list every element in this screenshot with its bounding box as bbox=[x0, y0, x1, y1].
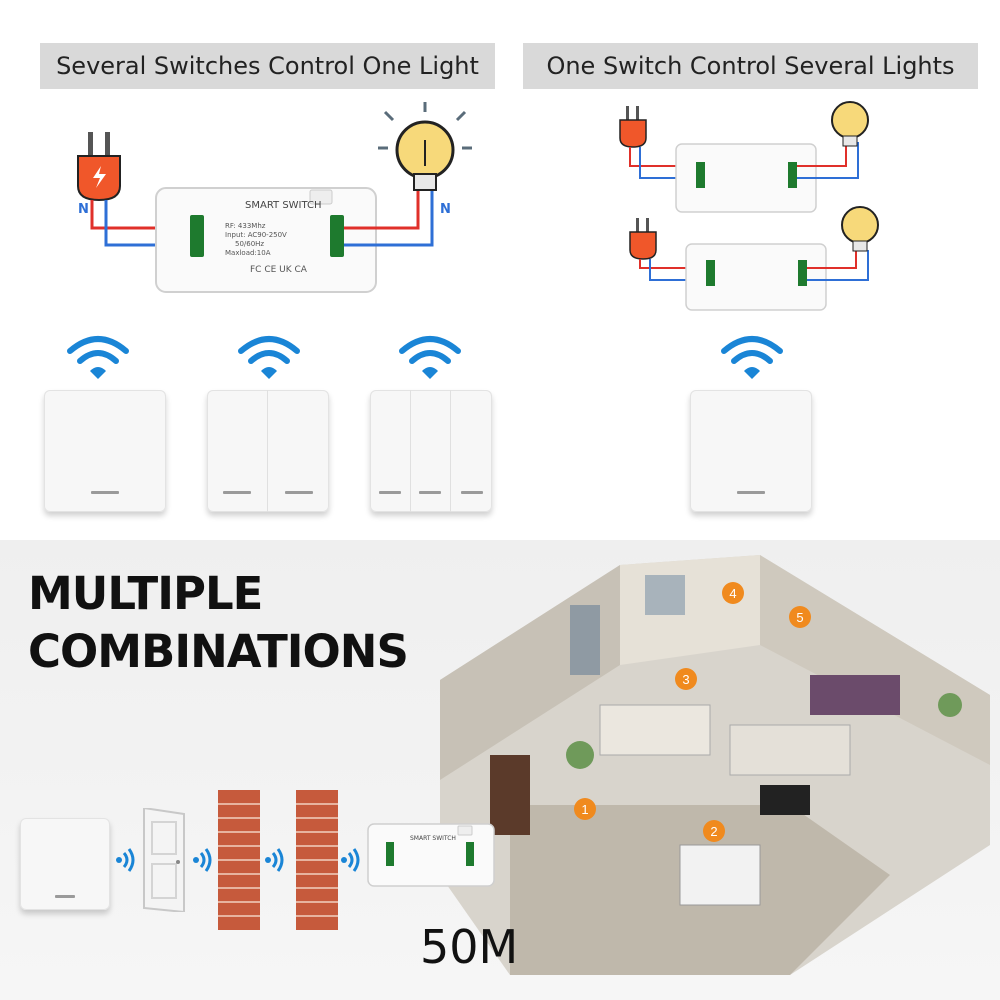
wall-switch-2-gang bbox=[207, 390, 329, 512]
wiring-diagram-right bbox=[619, 101, 879, 311]
switch-rocker[interactable] bbox=[451, 390, 492, 512]
wifi-icon bbox=[399, 336, 461, 379]
light-bulb-icon bbox=[831, 101, 869, 147]
switch-rocker[interactable] bbox=[207, 390, 268, 512]
banner-left-text: Several Switches Control One Light bbox=[56, 52, 479, 80]
room-badge: 1 bbox=[574, 798, 596, 820]
wire-label-n-right: N bbox=[440, 202, 451, 217]
wifi-icon bbox=[721, 336, 783, 379]
plug-icon bbox=[629, 218, 657, 260]
banner-one-switch: One Switch Control Several Lights bbox=[523, 43, 978, 89]
module-marks: FC CE UK CA bbox=[250, 265, 308, 275]
banner-several-switches: Several Switches Control One Light bbox=[40, 43, 495, 89]
smart-switch-module-1 bbox=[675, 143, 817, 213]
plug-icon bbox=[619, 106, 647, 148]
wiring-diagram-left: N SMART SWITCH RF: 433Mhz Input: AC90-25… bbox=[77, 102, 472, 293]
wire-label-n-left: N bbox=[78, 202, 89, 217]
brick-wall-icon bbox=[296, 790, 338, 930]
switch-rocker[interactable] bbox=[370, 390, 411, 512]
module-spec-1: RF: 433Mhz bbox=[225, 222, 266, 230]
switch-rocker[interactable] bbox=[411, 390, 452, 512]
headline-line-2: COMBINATIONS bbox=[28, 625, 409, 678]
wall-switch-range-demo bbox=[20, 818, 110, 910]
signal-icon bbox=[193, 848, 212, 872]
banner-right-text: One Switch Control Several Lights bbox=[546, 52, 955, 80]
headline: MULTIPLE COMBINATIONS bbox=[28, 565, 409, 681]
wifi-icon bbox=[238, 336, 300, 379]
signal-icon bbox=[116, 848, 135, 872]
wall-switch-3-gang bbox=[370, 390, 492, 512]
light-bulb-icon bbox=[841, 206, 879, 252]
wall-switch-1-gang-right bbox=[690, 390, 812, 512]
signal-icon bbox=[265, 848, 284, 872]
floorplan-illustration bbox=[440, 555, 990, 975]
room-badge: 4 bbox=[722, 582, 744, 604]
smart-switch-module-range: SMART SWITCH bbox=[367, 823, 495, 887]
module-brand-left: SMART SWITCH bbox=[245, 200, 322, 211]
brick-wall-icon bbox=[218, 790, 260, 930]
smart-switch-module-2 bbox=[685, 243, 827, 311]
module-spec-4: Maxload:10A bbox=[225, 249, 271, 257]
module-spec-2: Input: AC90-250V bbox=[225, 231, 287, 239]
module-brand-range: SMART SWITCH bbox=[410, 835, 456, 842]
door-icon bbox=[143, 808, 185, 912]
wall-switch-1-gang bbox=[44, 390, 166, 512]
switch-rocker[interactable] bbox=[268, 390, 329, 512]
headline-line-1: MULTIPLE bbox=[28, 567, 263, 620]
room-badge: 2 bbox=[703, 820, 725, 842]
switch-rocker[interactable] bbox=[20, 818, 110, 910]
signal-icon bbox=[341, 848, 360, 872]
smart-switch-module bbox=[155, 187, 377, 293]
switch-rocker[interactable] bbox=[690, 390, 812, 512]
wifi-icon bbox=[67, 336, 129, 379]
module-spec-3: 50/60Hz bbox=[235, 240, 264, 248]
switch-rocker[interactable] bbox=[44, 390, 166, 512]
room-badge: 3 bbox=[675, 668, 697, 690]
plug-icon bbox=[77, 132, 121, 202]
range-label: 50M bbox=[420, 920, 519, 974]
room-badge: 5 bbox=[789, 606, 811, 628]
light-bulb-icon bbox=[378, 102, 472, 191]
